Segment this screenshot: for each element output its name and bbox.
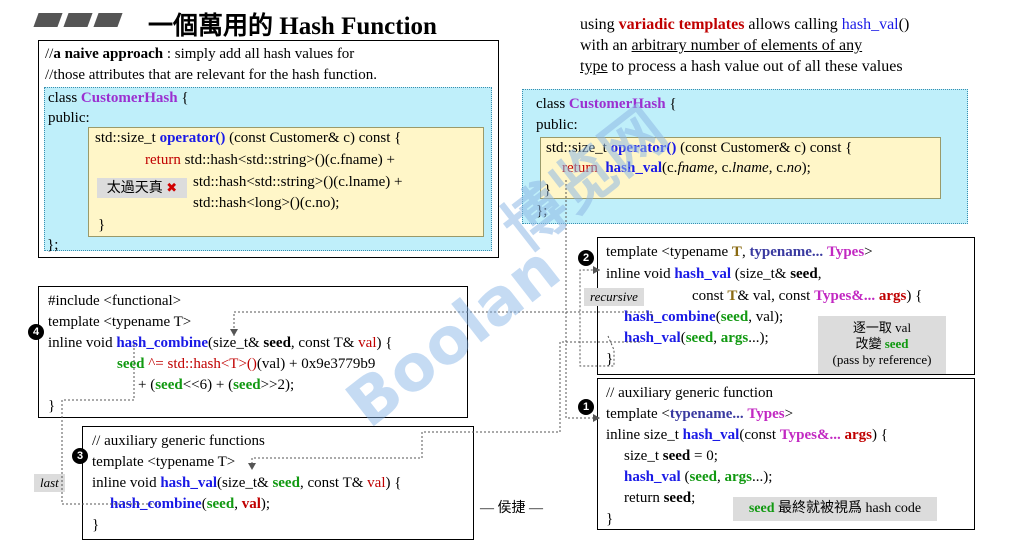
page-title: 一個萬用的 Hash Function [148, 13, 437, 40]
box3-close: } [92, 517, 100, 533]
step-badge-2: 2 [578, 250, 594, 266]
variadic-close-inner: } [544, 182, 552, 198]
naive-return-line-1: return std::hash<std::string>()(c.fname)… [145, 152, 395, 168]
box3-comment: // auxiliary generic functions [92, 433, 265, 449]
box4-signature: inline void hash_combine(size_t& seed, c… [48, 335, 393, 351]
box1-template-line: template <typename... Types> [606, 406, 794, 422]
title-bar-decoration-3 [93, 13, 123, 27]
variadic-return-line: return hash_val(c.fname, c.lname, c.no); [562, 160, 811, 176]
naive-note: 太過天真 ✖ [97, 178, 187, 198]
author-signature: — 侯捷 — [480, 501, 543, 516]
box1-close: } [606, 511, 614, 527]
variadic-operator-line: std::size_t operator() (const Customer& … [546, 140, 853, 156]
naive-comment-1: //a naive approach : simply add all hash… [45, 46, 355, 62]
box1-comment: // auxiliary generic function [606, 385, 774, 401]
box4-close: } [48, 398, 56, 414]
box2-recursive-call: hash_val(seed, args...); [624, 330, 769, 346]
step-badge-4: 4 [28, 324, 44, 340]
variadic-note-line-1: using variadic templates allows calling … [580, 16, 910, 33]
step-badge-1: 1 [578, 399, 594, 415]
box1-note: seed 最終就被視爲 hash code [733, 497, 937, 521]
title-bar-decoration-2 [63, 13, 93, 27]
variadic-public: public: [536, 117, 578, 133]
naive-close-outer: }; [47, 237, 59, 253]
box2-signature-line: inline void hash_val (size_t& seed, [606, 266, 822, 282]
box1-seed-init: size_t seed = 0; [624, 448, 718, 464]
naive-class-line: class CustomerHash { [48, 90, 189, 106]
box4-xor-line: seed ^= std::hash<T>()(val) + 0x9e3779b9 [117, 356, 376, 372]
box4-template: template <typename T> [48, 314, 192, 330]
box3-combine-call: hash_combine(seed, val); [110, 496, 271, 512]
step-badge-3: 3 [72, 448, 88, 464]
box2-close: } [606, 351, 614, 367]
box1-signature-line: inline size_t hash_val(const Types&... a… [606, 427, 888, 443]
variadic-note-line-3: type to process a hash value out of all … [580, 58, 903, 75]
cross-icon: ✖ [166, 180, 178, 195]
variadic-class-line: class CustomerHash { [536, 96, 677, 112]
box3-template: template <typename T> [92, 454, 236, 470]
box4-include: #include <functional> [48, 293, 182, 309]
naive-close-inner: } [98, 217, 106, 233]
box2-params-line: const T& val, const Types&... args) { [692, 288, 923, 304]
box2-template-line: template <typename T, typename... Types> [606, 244, 873, 260]
box2-combine-call: hash_combine(seed, val); [624, 309, 784, 325]
naive-operator-line: std::size_t operator() (const Customer& … [95, 130, 402, 146]
naive-public: public: [48, 110, 90, 126]
naive-return-line-3: std::hash<long>()(c.no); [193, 195, 340, 211]
box1-hash-val-call: hash_val (seed, args...); [624, 469, 773, 485]
box1-return: return seed; [624, 490, 696, 506]
recursive-label: recursive [584, 288, 644, 306]
naive-return-line-2: std::hash<std::string>()(c.lname) + [193, 174, 403, 190]
box2-note: 逐一取 val 改變 seed (pass by reference) [818, 316, 946, 374]
variadic-operator-block [540, 137, 941, 199]
title-bar-decoration-1 [33, 13, 63, 27]
box4-shift-line: + (seed<<6) + (seed>>2); [138, 377, 295, 393]
last-label: last [34, 474, 65, 492]
naive-comment-2: //those attributes that are relevant for… [45, 67, 377, 83]
variadic-close-outer: }; [536, 203, 548, 219]
variadic-note-line-2: with an arbitrary number of elements of … [580, 37, 863, 54]
box3-signature: inline void hash_val(size_t& seed, const… [92, 475, 402, 491]
